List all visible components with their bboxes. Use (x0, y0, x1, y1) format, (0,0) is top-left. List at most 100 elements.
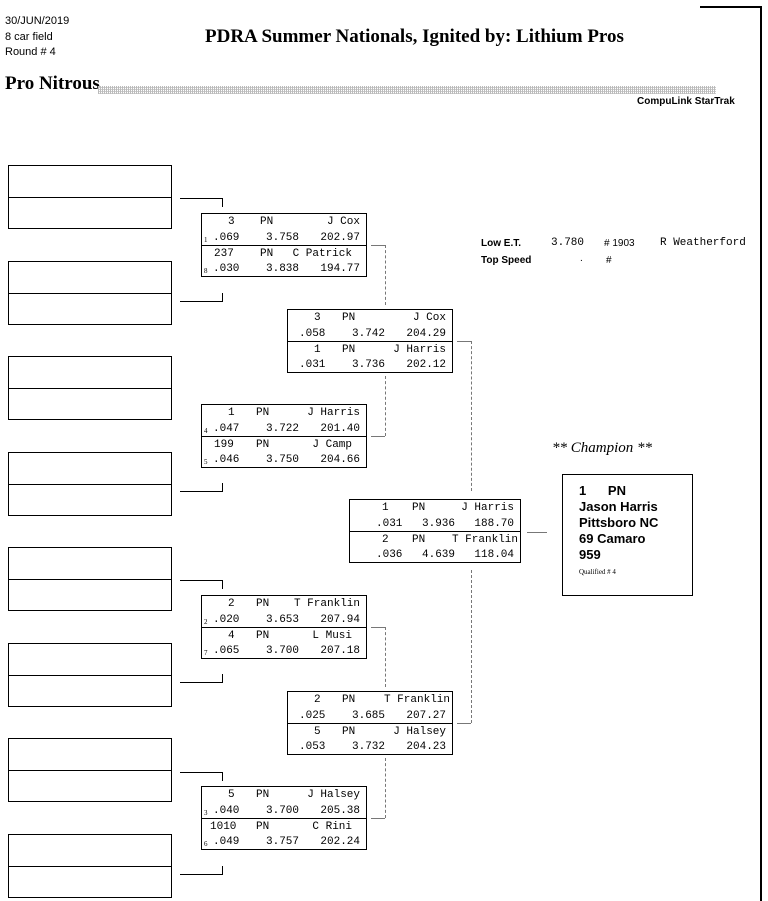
title-hatch-rule (98, 86, 716, 94)
driver-name: T Franklin (383, 694, 450, 706)
car-number: 2 (228, 598, 235, 610)
speed-mph: 204.66 (320, 454, 360, 466)
blank-entry-box (8, 452, 172, 516)
champion-hometown: Pittsboro NC (579, 515, 659, 530)
bracket-connector (180, 772, 223, 781)
lane-number: 4 (204, 427, 208, 435)
bracket-connector (180, 866, 223, 875)
reaction-time: .046 (213, 454, 240, 466)
round1-match-4: 5 PN J Halsey 3 .040 3.700 205.38 1010 P… (201, 786, 367, 850)
elapsed-time: 3.736 (352, 359, 386, 371)
champion-name: Jason Harris (579, 499, 658, 514)
lane-number: 7 (204, 649, 208, 657)
bracket-connector (180, 674, 223, 683)
car-class: PN (342, 344, 356, 356)
car-class: PN (260, 216, 274, 228)
speed-mph: 202.12 (406, 359, 446, 371)
frame-top-line (700, 6, 762, 8)
elapsed-time: 3.757 (266, 836, 300, 848)
bracket-connector (385, 758, 386, 818)
reaction-time: .069 (213, 232, 240, 244)
driver-name: J Harris (307, 407, 360, 419)
bracket-connector (371, 245, 385, 246)
lane-number: 1 (204, 236, 208, 244)
driver-name: J Cox (412, 312, 446, 324)
driver-name: C Patrick (292, 248, 352, 260)
bracket-connector (527, 532, 547, 533)
lane-number: 2 (204, 618, 208, 626)
bracket-connector (457, 341, 471, 342)
elapsed-time: 3.838 (266, 263, 300, 275)
champion-qualified: Qualified # 4 (579, 568, 616, 576)
event-title: PDRA Summer Nationals, Ignited by: Lithi… (205, 26, 624, 47)
field-size: 8 car field (5, 31, 53, 43)
round2-match-1: 3 PN J Cox .058 3.742 204.29 1 PN J Harr… (287, 309, 453, 373)
blank-entry-box (8, 643, 172, 707)
speed-mph: 194.77 (320, 263, 360, 275)
car-class: PN (256, 407, 270, 419)
car-number: 1 (314, 344, 321, 356)
speed-mph: 204.29 (406, 328, 446, 340)
elapsed-time: 3.742 (352, 328, 386, 340)
top-speed-label: Top Speed (481, 255, 532, 266)
bracket-connector (471, 570, 472, 723)
lane-number: 8 (204, 267, 208, 275)
car-number: 3 (228, 216, 235, 228)
car-number: 1010 (210, 821, 237, 833)
blank-entry-box (8, 547, 172, 611)
bracket-connector (371, 436, 385, 437)
speed-mph: 207.94 (320, 614, 360, 626)
reaction-time: .058 (299, 328, 326, 340)
driver-name: T Franklin (451, 534, 518, 546)
lane-number: 6 (204, 840, 208, 848)
bracket-connector (385, 245, 386, 305)
low-et-value: 3.780 (551, 237, 585, 249)
champion-heading: ** Champion ** (552, 440, 653, 456)
driver-name: J Halsey (393, 726, 446, 738)
elapsed-time: 3.732 (352, 741, 386, 753)
class-title: Pro Nitrous (5, 73, 100, 94)
speed-mph: 207.27 (406, 710, 446, 722)
driver-name: C Rini (312, 821, 352, 833)
car-class: PN (256, 439, 270, 451)
driver-name: J Harris (393, 344, 446, 356)
reaction-time: .020 (213, 614, 240, 626)
bracket-connector (471, 341, 472, 491)
car-number: 4 (228, 630, 235, 642)
reaction-time: .025 (299, 710, 326, 722)
top-speed-number: # (606, 255, 612, 266)
champion-car: 69 Camaro (579, 531, 646, 546)
champion-box: 1 PN Jason Harris Pittsboro NC 69 Camaro… (562, 474, 693, 596)
bracket-connector (385, 376, 386, 436)
car-class: PN (256, 630, 270, 642)
speed-mph: 204.23 (406, 741, 446, 753)
car-class: PN (412, 534, 426, 546)
car-class: PN (256, 598, 270, 610)
blank-entry-box (8, 165, 172, 229)
driver-name: T Franklin (293, 598, 360, 610)
car-number: 237 (214, 248, 234, 260)
car-class: PN (260, 248, 274, 260)
reaction-time: .040 (213, 805, 240, 817)
car-class: PN (342, 312, 356, 324)
bracket-connector (385, 627, 386, 687)
elapsed-time: 3.936 (422, 518, 456, 530)
car-number: 199 (214, 439, 234, 451)
car-number: 2 (382, 534, 389, 546)
car-class: PN (256, 789, 270, 801)
elapsed-time: 3.722 (266, 423, 300, 435)
blank-entry-box (8, 261, 172, 325)
bracket-connector (371, 818, 385, 819)
driver-name: J Harris (461, 502, 514, 514)
bracket-connector (457, 723, 471, 724)
lane-number: 5 (204, 458, 208, 466)
car-number: 1 (382, 502, 389, 514)
reaction-time: .065 (213, 645, 240, 657)
bracket-connector (180, 293, 223, 302)
speed-mph: 201.40 (320, 423, 360, 435)
lane-number: 3 (204, 809, 208, 817)
reaction-time: .030 (213, 263, 240, 275)
car-number: 1 (228, 407, 235, 419)
elapsed-time: 3.700 (266, 805, 300, 817)
elapsed-time: 3.653 (266, 614, 300, 626)
